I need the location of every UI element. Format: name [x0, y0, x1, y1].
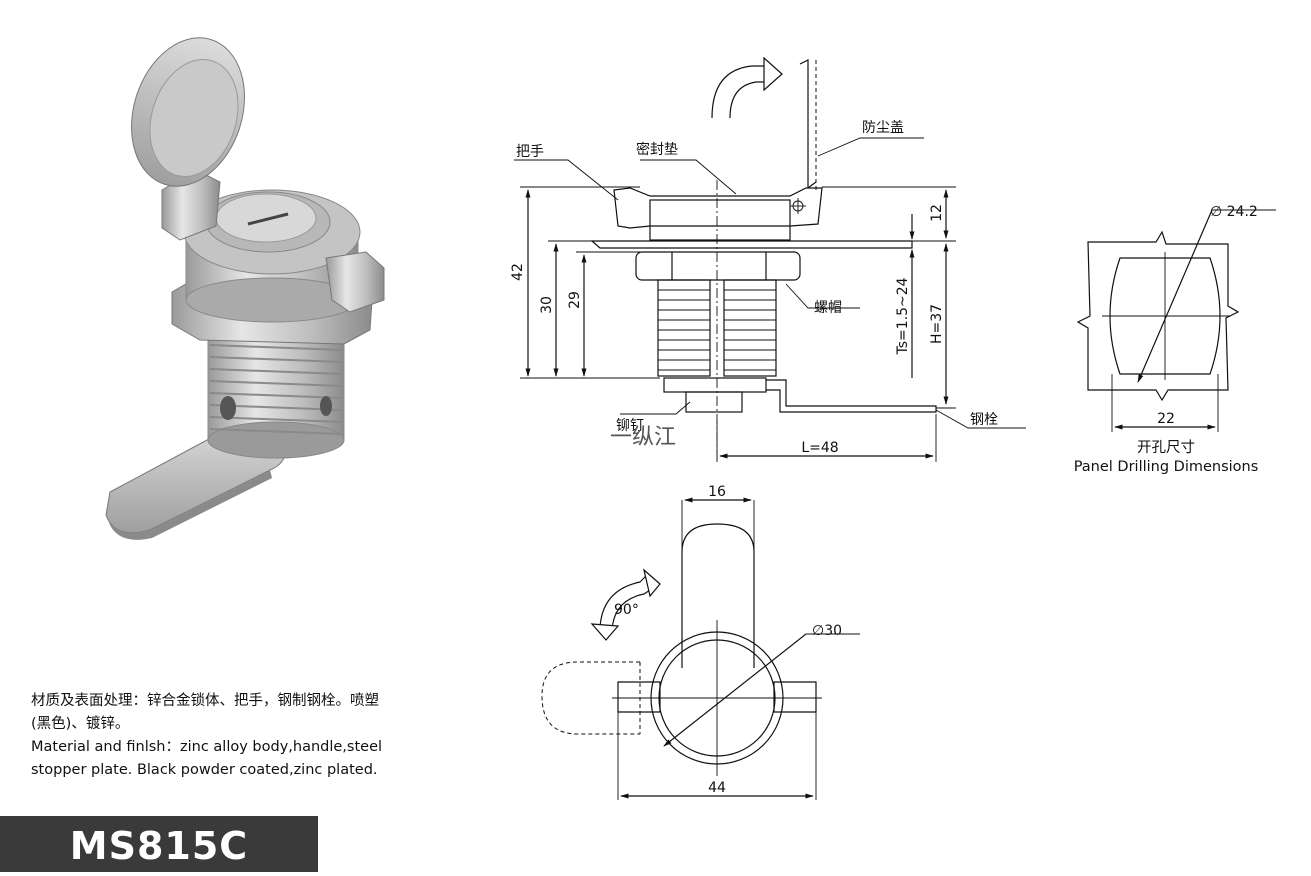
- dim-42: 42: [510, 263, 526, 281]
- panel-title-cn: 开孔尺寸: [1137, 439, 1195, 456]
- top-view-drawing: [541, 497, 860, 800]
- product-illustration: [105, 37, 385, 540]
- model-name: MS815C: [69, 824, 249, 868]
- panel-drilling-drawing: [1076, 209, 1276, 432]
- nut-label: 螺帽: [814, 300, 842, 316]
- side-view-drawing: [514, 56, 1026, 462]
- dust-cover-label: 防尘盖: [862, 120, 904, 136]
- dim-hole-width: 22: [1157, 411, 1175, 427]
- material-description: 材质及表面处理：锌合金锁体、把手，钢制钢栓。喷塑 (黑色)、镀锌。 Materi…: [31, 690, 471, 782]
- watermark-text: 一纵江: [610, 425, 676, 450]
- dim-12: 12: [929, 204, 945, 222]
- dim-30: 30: [539, 296, 555, 314]
- material-line-3: Material and finlsh：zinc alloy body,hand…: [31, 739, 383, 755]
- seal-label: 密封垫: [636, 141, 678, 158]
- model-banner: MS815C: [0, 816, 318, 872]
- dim-lines: [520, 186, 956, 462]
- dim-rotation: 90°: [614, 602, 639, 618]
- material-line-4: stopper plate. Black powder coated,zinc …: [31, 762, 378, 778]
- handle-label: 把手: [516, 144, 544, 160]
- material-line-1: 材质及表面处理：锌合金锁体、把手，钢制钢栓。喷塑: [31, 693, 379, 709]
- dim-bottom-width: 44: [708, 780, 726, 796]
- dim-top-width: 16: [708, 484, 726, 500]
- dim-29: 29: [567, 291, 583, 309]
- thread-right: [723, 279, 777, 377]
- material-line-2: (黑色)、镀锌。: [31, 716, 130, 732]
- thread-left: [657, 279, 711, 377]
- dim-dia24: ∅ 24.2: [1210, 204, 1258, 220]
- panel-title-en: Panel Drilling Dimensions: [1074, 459, 1259, 475]
- dim-dia30: ∅30: [812, 623, 842, 639]
- stopper-label: 钢栓: [970, 412, 998, 428]
- rivet-label: 铆钉: [616, 418, 644, 434]
- dim-h: H=37: [929, 304, 945, 344]
- dim-l: L=48: [801, 440, 838, 456]
- dim-ts: Ts=1.5~24: [895, 277, 911, 355]
